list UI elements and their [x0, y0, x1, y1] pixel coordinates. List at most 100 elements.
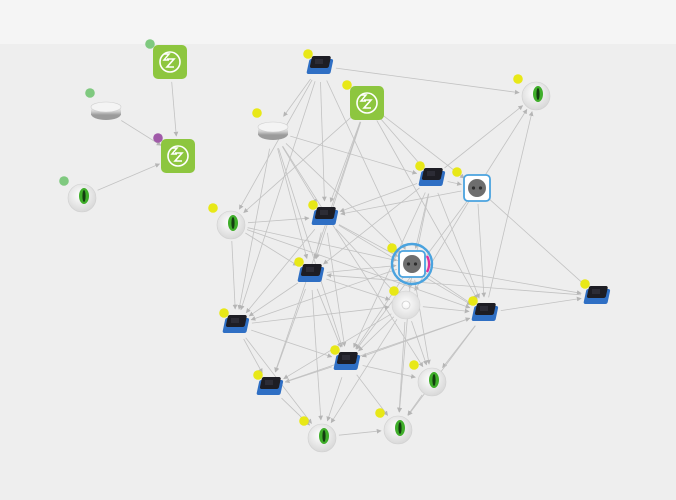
relay-module-icon: [311, 207, 339, 225]
edge-mod_cr-eye_br1: [442, 325, 476, 368]
status-dot: [253, 370, 263, 380]
gateway-body: [350, 86, 384, 120]
node-module-mod_bl[interactable]: [253, 370, 284, 395]
edge-mod_c2-eye_b1: [311, 289, 324, 421]
node-eye-eye_far[interactable]: [59, 176, 97, 213]
node-module-mod_top[interactable]: [303, 49, 334, 74]
node-module-mod_c1[interactable]: [308, 200, 339, 225]
status-dot: [513, 74, 523, 84]
node-gateway-gw3[interactable]: [342, 80, 384, 120]
edge-disc1-eye_b2: [396, 321, 406, 413]
relay-module-icon: [297, 264, 325, 282]
edge-mod_cr-eye_b2: [407, 325, 476, 416]
edge-mod_bl-mod_cr: [284, 317, 471, 383]
status-dot: [580, 279, 590, 289]
status-dot: [59, 176, 69, 186]
edge-siren1-gw2: [121, 120, 162, 146]
node-module-mod_r[interactable]: [415, 161, 446, 186]
edge-plug2-mod_l: [250, 268, 398, 321]
node-gateway-gw1[interactable]: [145, 39, 187, 79]
edge-siren2-eye_br1: [282, 145, 424, 368]
edge-siren2-plug2: [285, 143, 401, 254]
edge-mod_c1-mod_l: [245, 229, 316, 314]
status-dot: [409, 360, 419, 370]
edge-mod_c3-mod_bl: [284, 366, 332, 384]
edge-eye_l-mod_l: [231, 240, 238, 310]
edge-mod_r-mod_c2: [323, 187, 420, 265]
edge-mod_r-plug2: [414, 193, 429, 249]
status-dot: [375, 408, 385, 418]
status-dot: [389, 286, 399, 296]
edge-mod_c1-disc1: [335, 228, 395, 293]
edge-mod_c3-eye_b2: [356, 374, 389, 416]
node-eye-eye_tr[interactable]: [513, 74, 551, 111]
status-dot: [330, 345, 340, 355]
edge-eye_far-gw2: [97, 163, 161, 191]
node-plug-plug1[interactable]: [452, 167, 491, 202]
edge-plug2-eye_br1: [414, 279, 431, 365]
status-dot: [452, 167, 462, 177]
status-dot: [303, 49, 313, 59]
status-dot: [308, 200, 318, 210]
gateway-body: [153, 45, 187, 79]
edge-plug2-mod_far: [427, 266, 582, 295]
edge-mod_c1-mod_c2: [313, 232, 322, 259]
edge-eye_b1-eye_b2: [338, 428, 382, 436]
edge-mod_top-plug2: [326, 80, 406, 250]
edge-plug1-eye_tr: [485, 108, 528, 175]
siren-icon: [90, 101, 122, 120]
status-dot: [342, 80, 352, 90]
status-dot: [208, 203, 218, 213]
smoke-sensor-icon: [391, 290, 421, 320]
edge-mod_l-mod_c3: [251, 329, 333, 358]
motion-sensor-eye-icon: [383, 415, 413, 445]
node-module-mod_cr[interactable]: [468, 296, 499, 321]
zwave-gateway-icon: [161, 139, 195, 173]
zwave-gateway-icon: [350, 86, 384, 120]
relay-module-icon: [256, 377, 284, 395]
edge-disc1-eye_b1: [330, 319, 398, 424]
node-eye-eye_br1[interactable]: [409, 360, 447, 397]
node-eye-eye_b2[interactable]: [375, 408, 413, 445]
edge-disc1-mod_cr: [422, 306, 470, 314]
status-dot: [299, 416, 309, 426]
relay-module-icon: [583, 286, 611, 304]
motion-sensor-eye-icon: [417, 367, 447, 397]
edge-mod_c2-disc1: [326, 278, 391, 301]
edge-mod_c3-eye_b1: [326, 377, 343, 422]
status-dot: [252, 108, 262, 118]
relay-module-icon: [471, 303, 499, 321]
edge-mod_c3-eye_br1: [362, 365, 416, 379]
node-disc-disc1[interactable]: [389, 286, 421, 320]
edge-mod_l-disc1: [251, 305, 390, 324]
edges-layer: [97, 67, 586, 436]
node-module-mod_far[interactable]: [580, 279, 611, 304]
node-gateway-gw2[interactable]: [153, 133, 195, 173]
relay-module-icon: [306, 56, 334, 74]
nodes-layer: [59, 39, 611, 453]
node-eye-eye_b1[interactable]: [299, 416, 337, 453]
edge-mod_c1-plug2: [338, 224, 399, 257]
node-module-mod_l[interactable]: [219, 308, 250, 333]
edge-mod_c2-mod_c3: [316, 288, 342, 348]
node-module-mod_c3[interactable]: [330, 345, 361, 370]
edge-siren2-mod_c2: [277, 148, 309, 259]
node-plug-plug2[interactable]: [387, 243, 426, 278]
edge-mod_c2-plug2: [326, 263, 397, 273]
node-eye-eye_l[interactable]: [208, 203, 246, 240]
status-dot: [85, 88, 95, 98]
motion-sensor-eye-icon: [67, 183, 97, 213]
wall-plug-icon: [398, 250, 426, 278]
edge-gw3-mod_r: [379, 117, 422, 167]
gateway-body: [161, 139, 195, 173]
edge-mod_c2-mod_bl: [274, 288, 306, 373]
node-siren-siren1[interactable]: [85, 88, 122, 120]
motion-sensor-eye-icon: [216, 210, 246, 240]
edge-mod_r-mod_cr: [437, 192, 480, 299]
motion-sensor-eye-icon: [307, 423, 337, 453]
status-dot: [145, 39, 155, 49]
edge-mod_r-mod_c3: [353, 192, 426, 348]
node-module-mod_c2[interactable]: [294, 257, 325, 282]
node-siren-siren2[interactable]: [252, 108, 289, 140]
